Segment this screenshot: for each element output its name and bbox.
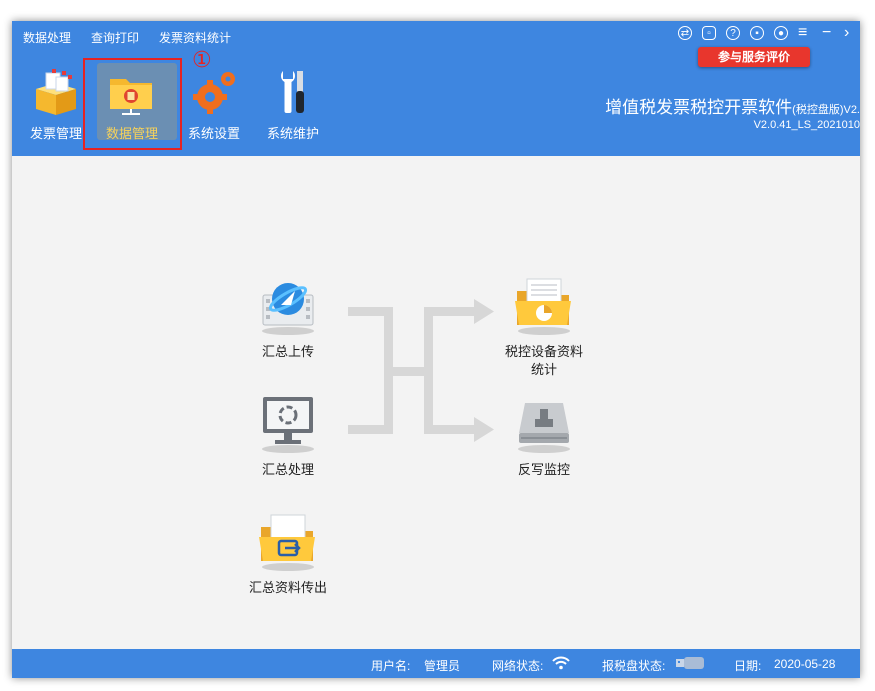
- toolbar-system-maintenance[interactable]: 系统维护: [257, 65, 329, 147]
- menu-data-processing[interactable]: 数据处理: [23, 31, 72, 45]
- help-icon[interactable]: ?: [726, 26, 740, 40]
- toolbar-label: 数据管理: [105, 126, 158, 141]
- usb-disk-icon: [676, 657, 704, 669]
- lock-icon[interactable]: ▪: [750, 26, 764, 40]
- menu-icon[interactable]: ≡: [798, 24, 808, 41]
- writeback-monitor[interactable]: 反写监控: [504, 393, 584, 479]
- user-label: 用户名:: [371, 659, 411, 673]
- summary-upload[interactable]: 汇总上传: [248, 275, 328, 361]
- user-icon[interactable]: ●: [774, 26, 788, 40]
- toolbar-label: 系统维护: [266, 126, 319, 141]
- summary-process[interactable]: 汇总处理: [248, 393, 328, 479]
- writeback-monitor-label: 反写监控: [517, 462, 570, 477]
- summary-export[interactable]: 汇总资料传出: [238, 511, 338, 597]
- network-label: 网络状态:: [492, 659, 544, 673]
- toolbar-data-management[interactable]: 数据管理: [91, 63, 177, 147]
- app-version: V2.0.41_LS_2021010: [753, 119, 860, 131]
- label-line-1: 税控设备资料: [504, 344, 583, 359]
- menu-query-print[interactable]: 查询打印: [91, 31, 140, 45]
- tools-icon: [281, 71, 304, 113]
- app-title: 增值税发票税控开票软件(税控盘版)V2.: [605, 93, 860, 118]
- tax-device-statistics-label: 税控设备资料统计: [494, 343, 594, 379]
- menu-invoice-statistics[interactable]: 发票资料统计: [159, 31, 232, 45]
- folder-export-icon: [259, 514, 315, 571]
- minimize-icon[interactable]: −: [822, 24, 832, 41]
- app-title-suffix: (税控盘版)V2.: [792, 104, 860, 116]
- status-bar: 用户名: 管理员 网络状态: 报税盘状态: 日期: 2020-05-28: [12, 649, 860, 678]
- monitor-refresh-icon: [262, 397, 314, 453]
- disk-status-label: 报税盘状态:: [602, 659, 666, 673]
- date-value: 2020-05-28: [774, 657, 836, 671]
- window-controls: ⇄ ▫ ? ▪ ● ≡ − ›: [670, 24, 860, 44]
- gears-icon: [193, 72, 235, 114]
- date-label: 日期:: [734, 659, 762, 673]
- close-icon[interactable]: ›: [844, 24, 850, 41]
- feedback-icon[interactable]: ▫: [702, 26, 716, 40]
- globe-upload-icon: [262, 283, 314, 335]
- summary-export-label: 汇总资料传出: [248, 580, 327, 595]
- step-marker: ①: [192, 47, 212, 72]
- wifi-icon: [552, 656, 570, 670]
- data-folder-icon: [110, 79, 152, 115]
- tax-device-statistics[interactable]: 税控设备资料统计: [494, 275, 594, 379]
- label-line-2: 统计: [530, 362, 557, 377]
- app-title-main: 增值税发票税控开票软件: [605, 98, 793, 117]
- summary-upload-label: 汇总上传: [261, 344, 314, 359]
- toolbar-invoice-management[interactable]: 发票管理: [20, 65, 92, 147]
- switch-icon[interactable]: ⇄: [678, 26, 692, 40]
- toolbar-label: 发票管理: [29, 126, 82, 141]
- flow-arrows: [348, 299, 494, 442]
- summary-process-label: 汇总处理: [261, 462, 314, 477]
- disk-drive-icon: [518, 403, 570, 453]
- service-rating-button[interactable]: 参与服务评价: [698, 47, 810, 67]
- highlight-box: [83, 58, 182, 150]
- header: 数据处理 查询打印 发票资料统计 ⇄ ▫ ? ▪ ● ≡ − › 参与服务评价: [12, 21, 860, 156]
- user-value: 管理员: [424, 659, 461, 673]
- toolbar-system-settings[interactable]: 系统设置: [178, 65, 250, 147]
- main-window: 数据处理 查询打印 发票资料统计 ⇄ ▫ ? ▪ ● ≡ − › 参与服务评价: [12, 21, 860, 678]
- toolbar-label: 系统设置: [187, 126, 240, 141]
- invoice-box-icon: [36, 69, 76, 115]
- folder-chart-icon: [515, 278, 571, 335]
